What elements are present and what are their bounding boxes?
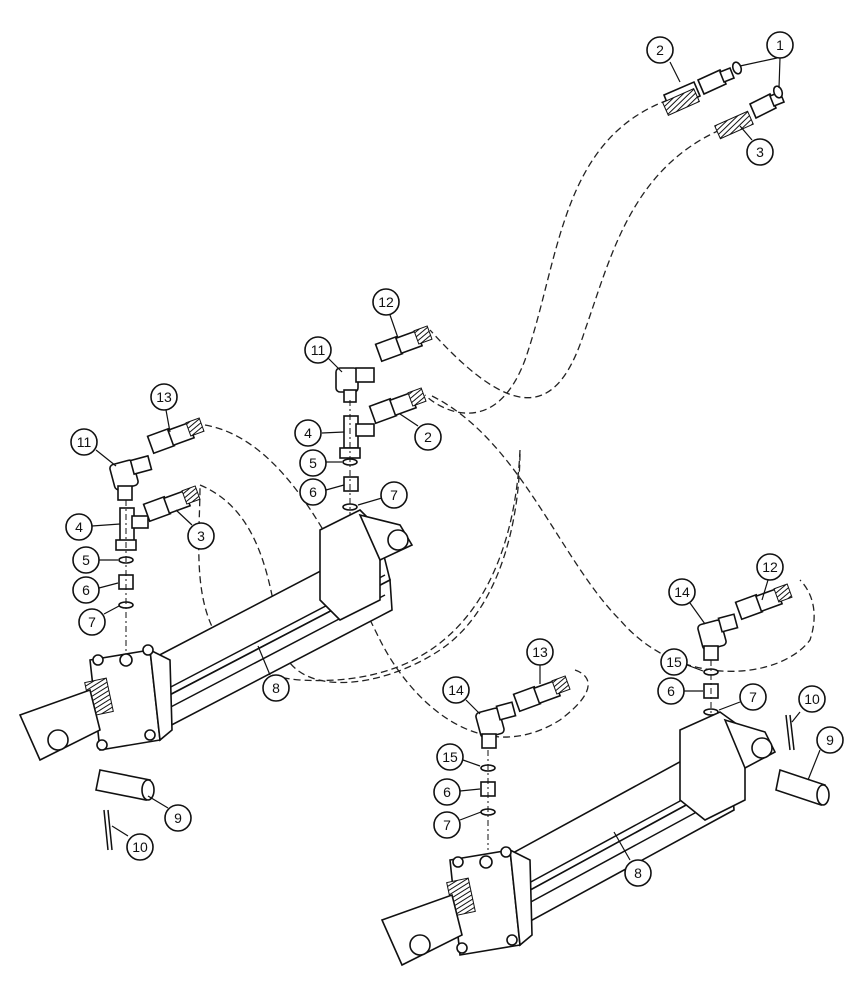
hose-left-a — [199, 449, 521, 683]
svg-text:4: 4 — [304, 425, 312, 441]
svg-text:2: 2 — [424, 429, 432, 445]
svg-text:7: 7 — [749, 689, 757, 705]
fitting-13-left — [146, 417, 205, 455]
callout-12-mid: 12 — [372, 288, 400, 339]
svg-text:9: 9 — [826, 732, 834, 748]
fitting-12-right — [734, 583, 793, 621]
tee-4-top — [339, 415, 375, 459]
callout-6-right: 6 — [657, 677, 703, 705]
callout-5-left: 5 — [72, 546, 118, 574]
svg-text:6: 6 — [309, 484, 317, 500]
hose-mid-b — [204, 424, 589, 738]
hose-end-2-top — [661, 66, 736, 116]
svg-text:10: 10 — [804, 691, 820, 707]
hose-mid-a — [431, 395, 815, 672]
callout-7-left: 7 — [78, 605, 120, 636]
callout-2-mid: 2 — [399, 413, 442, 451]
callout-9-right: 9 — [807, 726, 844, 781]
callout-4-mid: 4 — [294, 419, 345, 447]
svg-text:4: 4 — [75, 519, 83, 535]
hose-upper-b — [429, 129, 721, 399]
svg-text:7: 7 — [390, 487, 398, 503]
svg-text:3: 3 — [197, 528, 205, 544]
pin-9-left — [95, 769, 155, 801]
svg-text:11: 11 — [311, 342, 326, 358]
svg-text:8: 8 — [634, 865, 642, 881]
plug-6-mid — [343, 476, 359, 492]
callout-4-left: 4 — [65, 513, 121, 541]
callout-15-right: 15 — [660, 648, 704, 676]
tee-4-left — [115, 507, 149, 551]
svg-text:2: 2 — [656, 42, 664, 58]
hose-left-b — [198, 449, 521, 682]
callout-13-left: 13 — [150, 383, 178, 433]
svg-text:5: 5 — [82, 552, 90, 568]
svg-text:15: 15 — [442, 749, 458, 765]
callout-1: 1 — [739, 31, 794, 89]
svg-text:9: 9 — [174, 810, 182, 826]
svg-text:8: 8 — [272, 680, 280, 696]
elbow-11-left — [109, 454, 153, 501]
callout-12-right: 12 — [756, 553, 784, 601]
fitting-12-top — [374, 325, 433, 363]
fitting-13-bottom — [512, 675, 571, 713]
callout-10-right: 10 — [791, 685, 826, 723]
callout-14-right: 14 — [668, 578, 706, 625]
callout-11-left: 11 — [70, 428, 117, 467]
callout-2-top: 2 — [646, 36, 681, 83]
svg-text:14: 14 — [674, 584, 690, 600]
svg-text:5: 5 — [309, 455, 317, 471]
cylinder-8-right — [380, 711, 777, 967]
svg-text:13: 13 — [156, 389, 172, 405]
hoses — [198, 99, 815, 738]
svg-text:14: 14 — [448, 682, 464, 698]
callout-5-mid: 5 — [299, 449, 342, 477]
callout-14-bottom: 14 — [442, 676, 481, 715]
svg-text:13: 13 — [532, 644, 548, 660]
callout-7-bottom: 7 — [433, 811, 482, 839]
svg-text:12: 12 — [762, 559, 778, 575]
callout-8-right: 8 — [613, 831, 652, 887]
svg-text:6: 6 — [667, 683, 675, 699]
elbow-11-top — [335, 367, 375, 403]
callout-3-top: 3 — [739, 125, 774, 166]
fitting-3-left — [142, 485, 201, 523]
svg-text:6: 6 — [443, 784, 451, 800]
svg-text:15: 15 — [666, 654, 682, 670]
cotter-pin-10-right — [785, 714, 795, 751]
cylinder-8-left — [18, 509, 414, 762]
callout-11-mid: 11 — [304, 336, 343, 373]
callout-15-bottom: 15 — [436, 743, 481, 771]
o-ring-1b — [772, 85, 784, 99]
hose-upper-a — [424, 99, 669, 414]
callout-3-left: 3 — [175, 509, 215, 550]
callouts: 1 2 3 12 11 4 2 5 — [65, 31, 844, 887]
callout-13-bottom: 13 — [526, 638, 554, 684]
callout-10-left: 10 — [111, 825, 154, 861]
pin-9-right — [775, 768, 830, 807]
fitting-2-mid — [368, 387, 427, 425]
elbow-14-bottom — [475, 701, 517, 749]
elbow-14-right — [697, 613, 739, 661]
callout-6-bottom: 6 — [433, 778, 481, 806]
svg-text:6: 6 — [82, 582, 90, 598]
callout-9-left: 9 — [147, 795, 192, 832]
callout-6-mid: 6 — [299, 478, 345, 506]
svg-text:7: 7 — [88, 614, 96, 630]
svg-text:3: 3 — [756, 144, 764, 160]
svg-text:11: 11 — [77, 434, 92, 450]
callout-7-mid: 7 — [357, 481, 408, 509]
cotter-pin-10-left — [103, 809, 113, 851]
svg-text:1: 1 — [776, 37, 784, 53]
callout-7-right: 7 — [718, 683, 767, 711]
svg-text:7: 7 — [443, 817, 451, 833]
svg-text:12: 12 — [378, 294, 394, 310]
callout-6-left: 6 — [72, 576, 119, 604]
o-ring-1a — [731, 61, 743, 75]
callout-8-left: 8 — [257, 645, 290, 702]
hose-end-3-top — [714, 90, 786, 140]
svg-text:10: 10 — [132, 839, 148, 855]
